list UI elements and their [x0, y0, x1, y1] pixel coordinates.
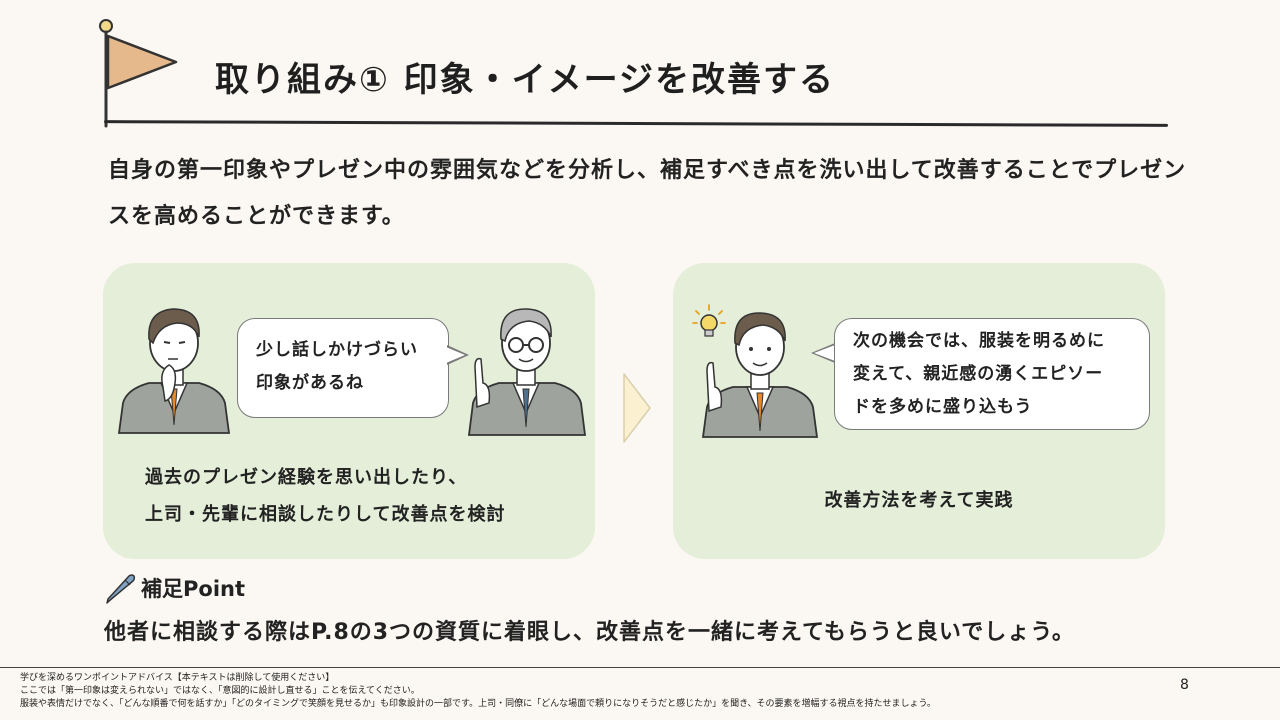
caption-line: 過去のプレゼン経験を思い出したり、: [145, 459, 505, 496]
footer-line: ここでは「第一印象は変えられない」ではなく、「意図的に設計し直せる」ことを伝えて…: [20, 685, 936, 698]
card-caption: 改善方法を考えて実践: [673, 486, 1165, 512]
flag-icon: [98, 18, 188, 130]
pen-icon: [103, 571, 137, 605]
bubble-line: ドを多めに盛り込もう: [853, 391, 1131, 424]
footer-line: 服装や表情だけでなく、「どんな順番で何を話すか」「どのタイミングで笑顔を見せるか…: [20, 698, 936, 711]
point-heading: 補足Point: [103, 571, 245, 605]
page-number: 8: [1180, 677, 1189, 693]
point-text: 他者に相談する際はP.8の3つの資質に着眼し、改善点を一緒に考えてもらうと良いで…: [104, 614, 1075, 646]
title-underline: [104, 120, 1168, 127]
bubble-line: 少し話しかけづらい: [256, 334, 430, 367]
card-review: 少し話しかけづらい 印象があるね 過去のプレゼン経験を思い出したり、 上司・先輩…: [103, 263, 595, 559]
point-title: 補足Point: [141, 573, 245, 603]
card-practice: 次の機会では、服装を明るめに 変えて、親近感の湧くエピソー ドを多めに盛り込もう…: [673, 263, 1165, 559]
next-arrow-icon: [622, 372, 652, 444]
senior-man-illustration: [463, 303, 589, 437]
footer-line: 学びを深めるワンポイントアドバイス【本テキストは削除して使用ください】: [20, 672, 936, 685]
thinking-man-illustration: [115, 303, 233, 435]
bubble-line: 次の機会では、服装を明るめに: [853, 325, 1131, 358]
caption-line: 上司・先輩に相談したりして改善点を検討: [145, 496, 505, 533]
page-title: 取り組み① 印象・イメージを改善する: [215, 52, 835, 101]
footer-notes: 学びを深めるワンポイントアドバイス【本テキストは削除して使用ください】 ここでは…: [20, 672, 936, 711]
idea-man-illustration: [697, 307, 821, 439]
footer-divider: [0, 667, 1280, 668]
bubble-line: 変えて、親近感の湧くエピソー: [853, 358, 1131, 391]
card-caption: 過去のプレゼン経験を思い出したり、 上司・先輩に相談したりして改善点を検討: [145, 459, 505, 533]
bubble-line: 印象があるね: [256, 367, 430, 400]
speech-bubble-feedback: 少し話しかけづらい 印象があるね: [237, 318, 449, 418]
speech-bubble-plan: 次の機会では、服装を明るめに 変えて、親近感の湧くエピソー ドを多めに盛り込もう: [834, 318, 1150, 430]
bubble-tail-fill: [814, 345, 835, 361]
intro-text: 自身の第一印象やプレゼン中の雰囲気などを分析し、補足すべき点を洗い出して改善する…: [108, 148, 1188, 240]
